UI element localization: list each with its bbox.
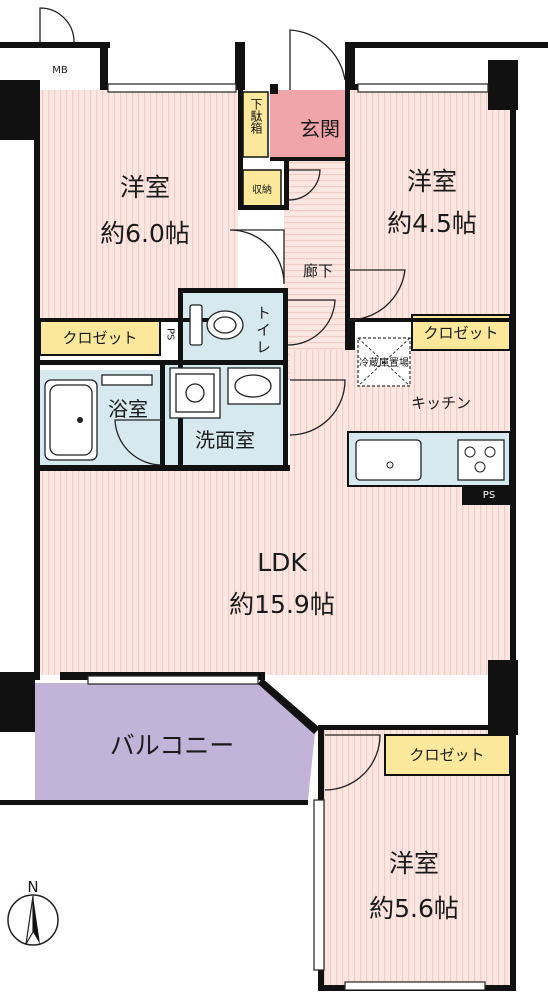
- window-ne: [357, 83, 489, 93]
- entrance-label: 玄関: [300, 117, 340, 141]
- door-storage: [288, 169, 321, 201]
- shoe-box: [242, 91, 269, 158]
- hallway-floor: [284, 160, 348, 380]
- bedroom-ne-name: 洋室: [407, 167, 457, 196]
- door-toilet: [287, 299, 336, 346]
- closet-ne-label: クロゼット: [423, 324, 498, 342]
- closet-s-label: クロゼット: [409, 746, 484, 764]
- balcony-label: バルコニー: [110, 731, 235, 760]
- closet-nw-label: クロゼット: [62, 329, 137, 347]
- fridge-label: 冷蔵庫置場: [359, 356, 409, 369]
- door-bathroom: [114, 419, 163, 466]
- hallway-label: 廊下: [303, 262, 333, 280]
- bathtub-fixture: [44, 379, 98, 461]
- ps-hall-label: PS: [165, 328, 176, 340]
- door-entrance: [289, 29, 346, 90]
- bedroom-nw-size: 約6.0帖: [100, 219, 190, 248]
- door-bedroom-s: [324, 734, 381, 791]
- storage-label: 収納: [252, 183, 272, 196]
- window-s-west: [313, 799, 325, 971]
- storage-box: [242, 169, 282, 209]
- fridge-space: [357, 337, 411, 387]
- washbasin: [227, 367, 281, 405]
- ps-kitchen-label: PS: [483, 490, 495, 501]
- washroom-label: 洗面室: [195, 428, 255, 452]
- window-s-south: [344, 981, 486, 991]
- bathroom-label: 浴室: [108, 397, 148, 421]
- kitchen-counter: [347, 431, 511, 487]
- toilet-label: トイレ: [254, 305, 272, 356]
- window-nw: [107, 83, 237, 93]
- toilet-fixture: [189, 304, 244, 346]
- door-bedroom-ne: [347, 269, 406, 321]
- door-bedroom-nw: [229, 229, 285, 285]
- bedroom-s-name: 洋室: [389, 849, 439, 878]
- kitchen-label: キッチン: [411, 394, 471, 412]
- bedroom-nw-name: 洋室: [120, 173, 170, 202]
- window-ldk: [87, 675, 259, 685]
- shoe-box-label: 下駄箱: [249, 98, 263, 134]
- balcony-floor: [35, 683, 315, 800]
- bedroom-ne-size: 約4.5帖: [387, 209, 477, 238]
- north-label: N: [27, 878, 38, 896]
- ldk-size: 約15.9帖: [229, 590, 335, 619]
- door-mb: [39, 7, 75, 43]
- mb-label: MB: [52, 65, 68, 76]
- washer-pan: [169, 367, 221, 419]
- ldk-name: LDK: [257, 548, 307, 577]
- door-washroom: [289, 379, 346, 436]
- entrance-floor: [270, 90, 348, 160]
- bedroom-ne-floor: [348, 90, 510, 318]
- bedroom-s-size: 約5.6帖: [369, 894, 459, 923]
- ldk-floor: [40, 470, 510, 675]
- bath-shelf: [101, 374, 153, 386]
- north-arrow: [7, 894, 59, 946]
- bedroom-nw-floor: [40, 90, 238, 320]
